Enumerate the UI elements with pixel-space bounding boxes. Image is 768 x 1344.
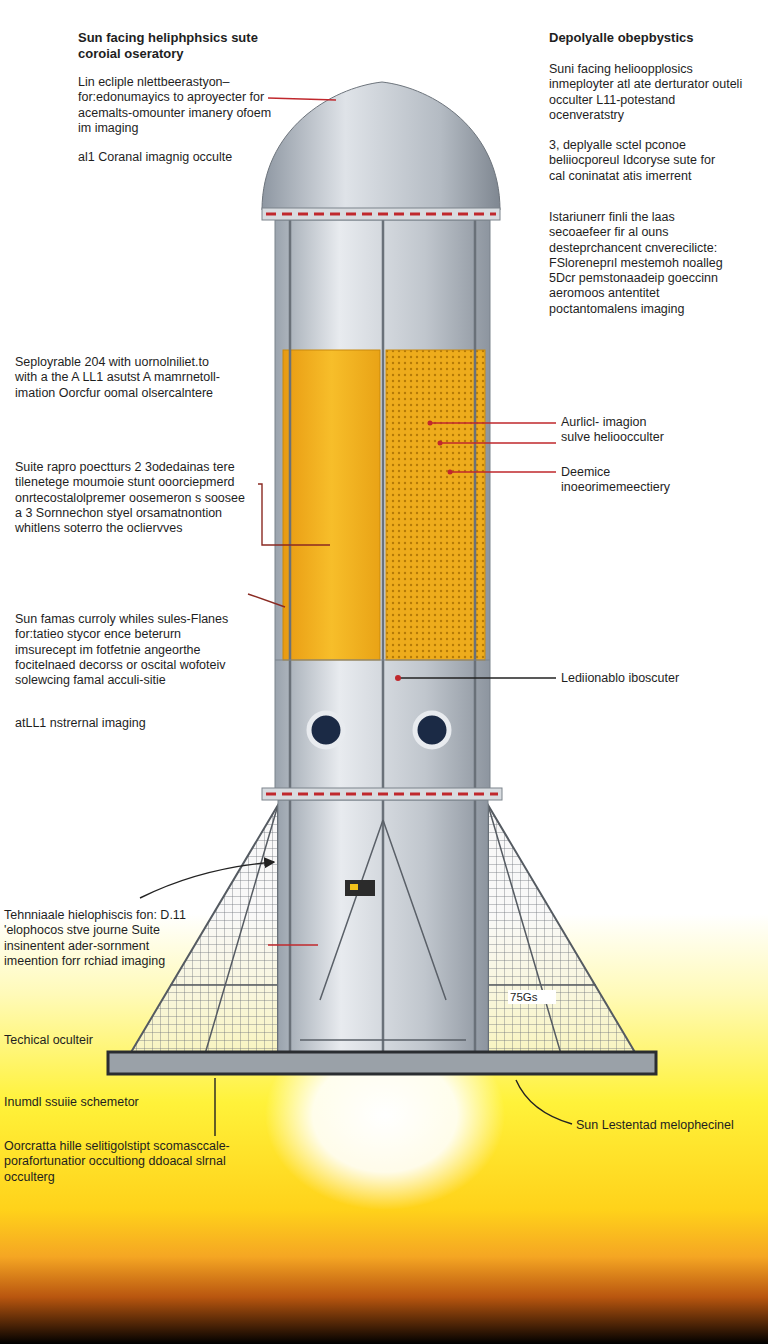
solar-panel-right <box>386 350 485 660</box>
leader-line <box>268 944 318 946</box>
lower-ring <box>262 788 502 800</box>
leader-bracket <box>258 484 330 545</box>
leader-dot <box>438 441 443 446</box>
ring-marks <box>266 793 498 796</box>
callout-text: Oorcratta hille selitigolstipt scomascca… <box>4 1139 244 1185</box>
leader-line <box>268 98 336 100</box>
callout-text: Seployrable 204 with uornolniliet.to wit… <box>15 355 230 401</box>
porthole <box>415 713 449 747</box>
upper-ring <box>262 208 500 220</box>
leader-line <box>398 677 556 678</box>
instrument-box <box>345 880 375 896</box>
porthole <box>309 713 343 747</box>
callout-number: 75Gs <box>508 990 556 1004</box>
callout-text: Suni facing helioopplosics inmeployter a… <box>549 62 749 123</box>
band-seam <box>275 660 490 661</box>
callout-text: Suite rapro poectturs 2 3odedainas tere … <box>15 460 255 536</box>
callout-text: Lediionablo iboscuter <box>561 671 751 686</box>
callout-text: Aurlicl- imagion sulve helioocculter <box>561 415 676 446</box>
leader-line <box>248 594 285 607</box>
solar-panel-left <box>283 350 380 660</box>
callout-text: Deemice inoeorimemeectiery <box>561 465 706 496</box>
leader-line <box>430 423 556 472</box>
callout-text: 3, deplyalle sctel pconoe beliiocporeul … <box>549 138 727 184</box>
callout-text: al1 Coranal imagnig occulte <box>78 150 298 165</box>
ring-marks <box>266 213 496 216</box>
section-heading: Depolyalle obepbystics <box>549 30 759 46</box>
diagram-title: Sun facing heliphphsics sute coroial ose… <box>78 30 278 62</box>
callout-text: Tehnniaale hielophiscis fon: D.11 'eloph… <box>4 908 194 969</box>
callout-text: Lin ecliple nlettbeerastyon– for:edonuma… <box>78 75 278 136</box>
callout-text: atLL1 nstrernal imaging <box>15 716 235 731</box>
launch-platform <box>108 1052 656 1074</box>
callout-text: Istariunerr finli the laas secoaefeer fi… <box>549 210 727 317</box>
callout-text: Sun Lestentad melophecinel <box>576 1118 762 1133</box>
callout-text: Sun famas curroly whiles sules-Flanes fo… <box>15 612 245 688</box>
structural-rods <box>290 220 475 1054</box>
callout-text: Techical oculteir <box>4 1033 154 1048</box>
instrument-light <box>350 884 358 890</box>
inner-struts <box>300 820 466 1040</box>
leader-dot <box>395 675 401 681</box>
nose-cone <box>262 82 500 210</box>
right-truss <box>488 805 636 1054</box>
leader-line <box>516 1080 572 1124</box>
leader-dot <box>428 421 433 426</box>
callout-text: Inumdl ssuiie schemetor <box>4 1095 204 1110</box>
leader-dot <box>448 470 453 475</box>
leader-arrow <box>140 862 274 898</box>
leader-line <box>214 1078 215 1136</box>
